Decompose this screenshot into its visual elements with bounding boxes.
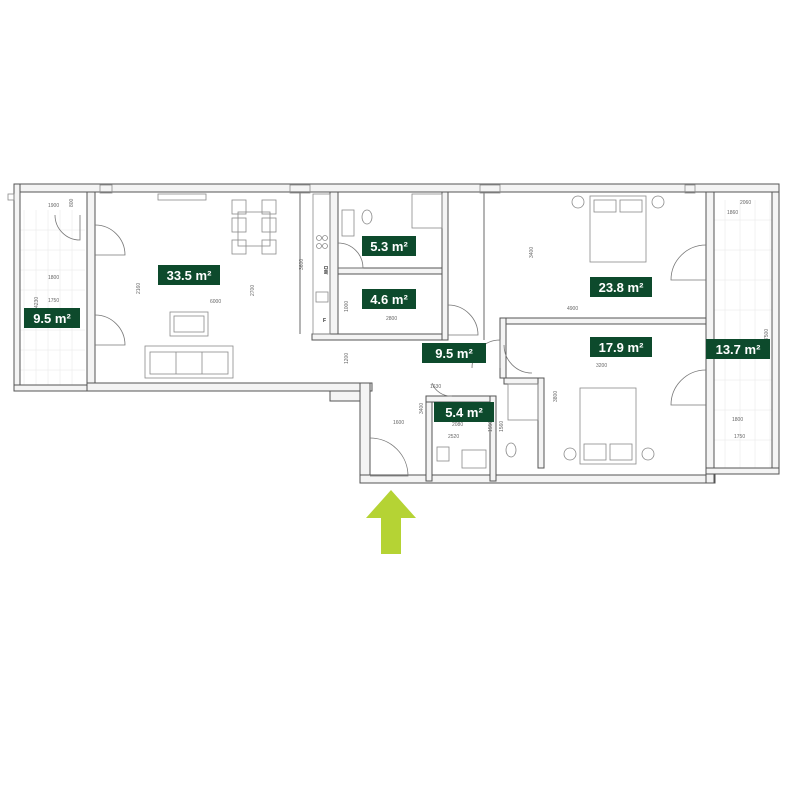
- bathroom-2-fixtures: [436, 383, 539, 469]
- area-value: 13.7 m²: [716, 342, 761, 357]
- interior-walls: [299, 191, 707, 482]
- dimension: 4900: [567, 306, 578, 312]
- dimension: 7500: [764, 329, 770, 340]
- dimension: 2060: [740, 200, 751, 206]
- dimension: 2080: [452, 422, 463, 428]
- dining-set: [231, 199, 277, 255]
- dimension: 4230: [34, 297, 40, 308]
- kitchen-counter: [312, 193, 331, 335]
- area-value: 9.5 m²: [435, 346, 473, 361]
- balcony-right-grid: [712, 200, 778, 470]
- area-label-bedroom-1: 23.8 m²: [590, 277, 652, 297]
- area-label-storage: 4.6 m²: [362, 289, 416, 309]
- area-value: 17.9 m²: [599, 340, 644, 355]
- dimension: 1200: [344, 353, 350, 364]
- dimension: 1600: [393, 420, 404, 426]
- area-label-balcony-right: 13.7 m²: [706, 339, 770, 359]
- dimension: 2520: [448, 434, 459, 440]
- bed-1: [571, 195, 665, 263]
- bathroom-1-fixtures: [341, 193, 443, 237]
- dimension: 2700: [250, 285, 256, 296]
- dimension: 6000: [210, 299, 221, 305]
- area-label-balcony-left: 9.5 m²: [24, 308, 80, 328]
- area-value: 4.6 m²: [370, 292, 408, 307]
- area-label-living-kitchen: 33.5 m²: [158, 265, 220, 285]
- dimension: 3800: [553, 391, 559, 402]
- area-label-hallway: 9.5 m²: [422, 343, 486, 363]
- area-value: 9.5 m²: [33, 311, 71, 326]
- dimension: 3400: [419, 403, 425, 414]
- fridge-label: F: [323, 318, 326, 324]
- dimension: 2800: [386, 316, 397, 322]
- doors: [54, 214, 707, 477]
- area-value: 23.8 m²: [599, 280, 644, 295]
- area-label-bedroom-2: 17.9 m²: [590, 337, 652, 357]
- dimension: 3400: [529, 247, 535, 258]
- tv-unit: [157, 193, 207, 201]
- area-value: 5.4 m²: [445, 405, 483, 420]
- dimension: 1550: [488, 421, 494, 432]
- coffee-table: [169, 311, 209, 337]
- exterior-walls: [13, 183, 780, 484]
- area-label-bathroom-1: 5.3 m²: [362, 236, 416, 256]
- dimension: 1860: [727, 210, 738, 216]
- dimension: 800: [69, 198, 75, 207]
- dimension: 1000: [344, 301, 350, 312]
- area-value: 33.5 m²: [167, 268, 212, 283]
- dimension: 1750: [48, 298, 59, 304]
- dimension: 3200: [596, 363, 607, 369]
- window-frames: [7, 184, 696, 201]
- furniture: [7, 184, 696, 469]
- dimension: 1900: [48, 203, 59, 209]
- bed-2: [563, 387, 655, 465]
- dimension: 1630: [430, 384, 441, 390]
- sofa: [144, 345, 234, 379]
- dimension-labels: 1900 800 1800 1750 4230 2160 6000 2700 3…: [34, 198, 770, 440]
- dishwasher-label: DW: [322, 266, 328, 275]
- arrow-up-icon: [366, 490, 416, 554]
- area-value: 5.3 m²: [370, 239, 408, 254]
- dimension: 1800: [48, 275, 59, 281]
- area-label-bathroom-2: 5.4 m²: [434, 402, 494, 422]
- dimension: 1750: [734, 434, 745, 440]
- dimension: 2160: [136, 283, 142, 294]
- dimension: 3600: [299, 259, 305, 270]
- dimension: 1560: [499, 421, 505, 432]
- dimension: 1800: [732, 417, 743, 423]
